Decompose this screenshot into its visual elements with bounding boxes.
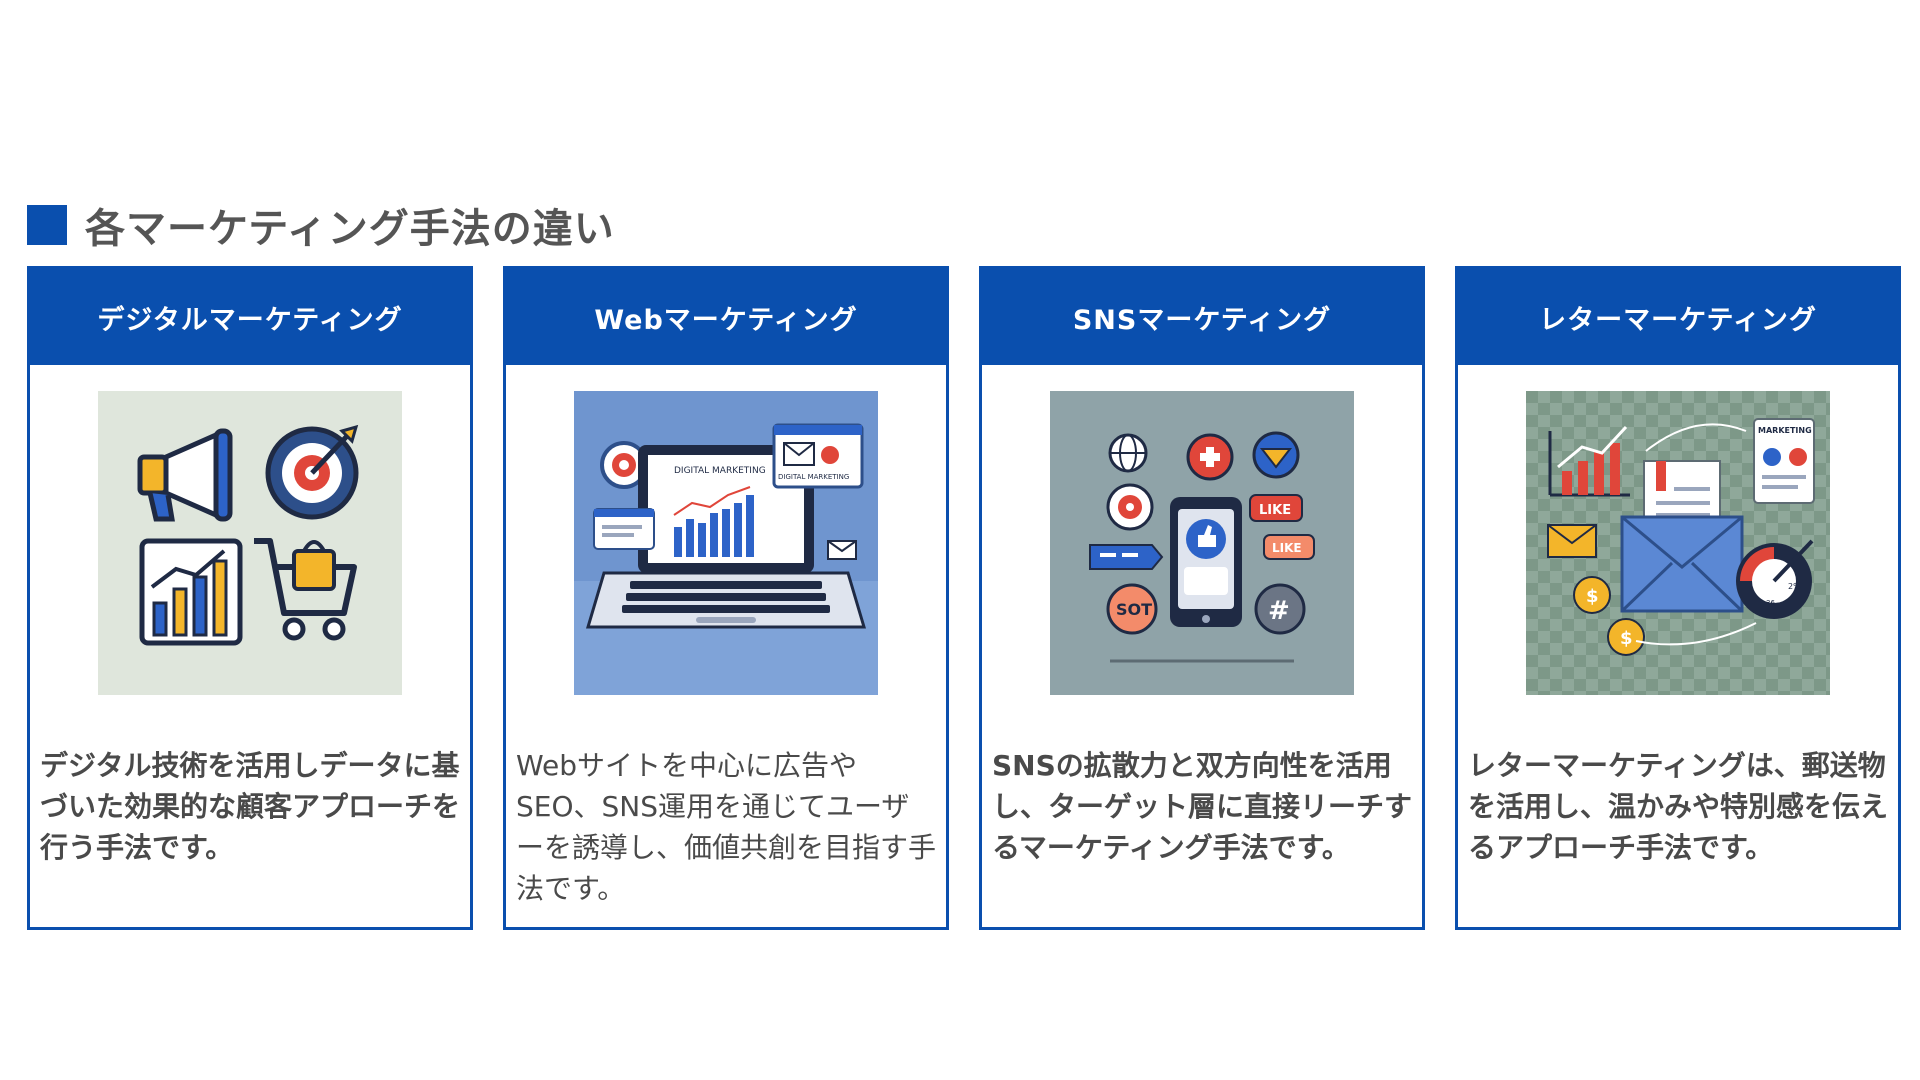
smartphone-icon <box>1170 497 1242 627</box>
page-title: 各マーケティング手法の違い <box>85 206 615 252</box>
email-window-icon: DIGITAL MARKETING <box>772 423 864 489</box>
coin-label-2: $ <box>1620 628 1633 649</box>
tag-icon <box>1089 544 1164 570</box>
card-title: レターマーケティング <box>1458 269 1898 365</box>
card-description: Webサイトを中心に広告やSEO、SNS運用を通じてユーザーを誘導し、価値共創を… <box>516 749 937 905</box>
hashtag-icon: # <box>1254 583 1306 635</box>
hashtag-label: # <box>1268 596 1290 626</box>
target-icon <box>265 424 359 520</box>
document-icon: MARKETING <box>1753 418 1815 504</box>
bar-chart-icon <box>1548 425 1630 497</box>
card-description: デジタル技術を活用しデータに基づいた効果的な顧客アプローチを行う手法です。 <box>40 749 461 864</box>
letter-marketing-illustration: MARKETING <box>1526 391 1830 695</box>
document-label: MARKETING <box>1758 426 1812 435</box>
shopping-cart-icon <box>254 538 357 641</box>
diamond-icon <box>1252 431 1300 479</box>
coin-icon: $ $ <box>1573 576 1645 656</box>
coin-label: $ <box>1586 586 1599 607</box>
web-marketing-illustration: DIGITAL MARKETING <box>574 391 878 695</box>
globe-icon <box>1108 433 1148 473</box>
envelope-icon <box>1620 515 1744 613</box>
small-envelope-icon <box>1547 524 1597 558</box>
megaphone-icon <box>137 428 233 522</box>
keyboard <box>622 581 830 613</box>
target-icon <box>1106 483 1154 531</box>
like-bubble-icon: LIKE LIKE <box>1249 494 1315 560</box>
card-web-marketing: Webマーケティング DIGITAL MARKETING <box>503 266 949 930</box>
gauge-value: 36 <box>1766 599 1775 607</box>
ad-card-icon <box>593 508 655 550</box>
sot-badge-icon: SOT <box>1106 583 1158 635</box>
envelope-icon <box>827 540 857 560</box>
screen-bar-chart <box>673 486 754 557</box>
gauge-percent: 2% <box>1788 582 1801 591</box>
sot-label: SOT <box>1116 600 1152 619</box>
laptop-screen-label: DIGITAL MARKETING <box>674 466 766 476</box>
card-title: SNSマーケティング <box>982 269 1422 365</box>
card-title: デジタルマーケティング <box>30 269 470 365</box>
card-digital-marketing: デジタルマーケティング <box>27 266 473 930</box>
card-sns-marketing: SNSマーケティング <box>979 266 1425 930</box>
like-label: LIKE <box>1259 503 1291 518</box>
plus-badge-icon <box>1186 433 1234 481</box>
card-description: SNSの拡散力と双方向性を活用し、ターゲット層に直接リーチするマーケティング手法… <box>992 749 1413 864</box>
section-header: 各マーケティング手法の違い <box>27 200 615 252</box>
like-label-2: LIKE <box>1272 541 1302 555</box>
bar-chart-icon <box>139 538 243 646</box>
digital-marketing-illustration <box>98 391 402 695</box>
sns-marketing-illustration: LIKE LIKE SOT # <box>1050 391 1354 695</box>
card-description: レターマーケティングは、郵送物を活用し、温かみや特別感を伝えるアプローチ手法です… <box>1468 749 1889 864</box>
card-letter-marketing: レターマーケティング <box>1455 266 1901 930</box>
laptop-icon: DIGITAL MARKETING <box>585 445 867 629</box>
card-title: Webマーケティング <box>506 269 946 365</box>
window-label: DIGITAL MARKETING <box>778 473 849 481</box>
title-bullet-square <box>27 205 67 245</box>
gauge-icon: 2% 36 <box>1736 539 1814 619</box>
